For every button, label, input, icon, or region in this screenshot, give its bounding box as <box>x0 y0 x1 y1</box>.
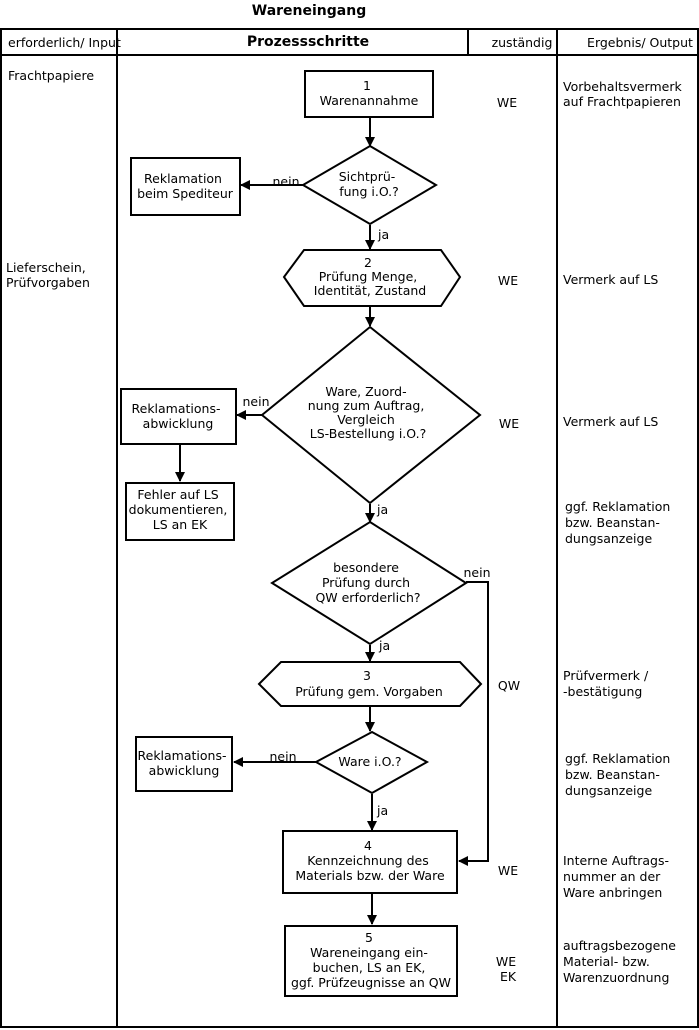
reclamation-processing-label-1: Reklamations- abwicklung <box>132 401 225 431</box>
step-5-label: 5 Wareneingang ein- buchen, LS an EK, gg… <box>291 930 451 990</box>
d3-no-label: nein <box>463 565 490 580</box>
output-7: Interne Auftrags- nummer an der Ware anb… <box>563 853 673 900</box>
decision-1 <box>301 144 438 226</box>
responsible-4: QW <box>498 678 520 693</box>
d3-yes-label: ja <box>378 638 390 653</box>
reclamation-carrier-label: Reklamation beim Spediteur <box>137 171 234 201</box>
decision-3-label: besondere Prüfung durch QW erforderlich? <box>315 560 420 605</box>
decision-2 <box>260 325 482 505</box>
ls-error-label: Fehler auf LS dokumentieren, LS an EK <box>129 487 232 532</box>
output-5: Prüfvermerk / -bestätigung <box>563 668 652 699</box>
responsible-5: WE <box>498 863 518 878</box>
reclamation-processing-box-1 <box>120 388 237 445</box>
decision-3 <box>270 520 468 646</box>
header-steps: Prozessschritte <box>247 34 369 50</box>
reclamation-processing-box-2 <box>135 736 233 792</box>
output-3: Vermerk auf LS <box>563 414 658 429</box>
step-4-label: 4 Kennzeichnung des Materials bzw. der W… <box>295 838 445 883</box>
step-2-label: 2 Prüfung Menge, Identität, Zustand <box>314 255 426 298</box>
output-2: Vermerk auf LS <box>563 272 658 287</box>
d2-yes-label: ja <box>376 502 388 517</box>
d2-no-label: nein <box>242 394 269 409</box>
output-6: ggf. Reklamation bzw. Beanstan- dungsanz… <box>565 751 674 798</box>
step-3-label: 3 Prüfung gem. Vorgaben <box>295 668 443 699</box>
ls-error-box <box>125 482 235 541</box>
output-1: Vorbehaltsvermerk auf Frachtpapieren <box>563 79 686 109</box>
input-frachtpapiere: Frachtpapiere <box>8 68 94 83</box>
responsible-3: WE <box>499 416 519 431</box>
step-1-label: 1 Warenannahme <box>320 78 419 108</box>
responsible-1: WE <box>497 95 517 110</box>
input-lieferschein: Lieferschein, Prüfvorgaben <box>6 260 90 290</box>
step-4-box <box>282 830 458 894</box>
connectors <box>175 117 489 925</box>
responsible-2: WE <box>498 273 518 288</box>
decision-1-label: Sichtprü- fung i.O.? <box>339 169 400 199</box>
step-3-box <box>257 661 483 707</box>
output-4: ggf. Reklamation bzw. Beanstan- dungsanz… <box>565 499 674 546</box>
decision-4 <box>313 730 430 795</box>
output-8: auftragsbezogene Material- bzw. Warenzuo… <box>563 938 680 985</box>
d1-no-label: nein <box>272 174 299 189</box>
step-5-box <box>284 925 458 997</box>
header-output: Ergebnis/ Output <box>587 35 693 50</box>
responsible-6: WE EK <box>496 954 520 984</box>
decision-2-label: Ware, Zuord- nung zum Auftrag, Vergleich… <box>308 384 429 441</box>
d4-no-label: nein <box>269 749 296 764</box>
table-grid <box>0 28 699 1028</box>
reclamation-carrier-box <box>130 157 241 216</box>
header-input: erforderlich/ Input <box>8 35 121 50</box>
d4-yes-label: ja <box>376 803 388 818</box>
d1-yes-label: ja <box>377 227 389 242</box>
step-1-box <box>304 70 434 118</box>
header-responsible: zuständig <box>492 35 553 50</box>
step-2-box <box>282 249 462 307</box>
page-title: Wareneingang <box>252 3 366 19</box>
reclamation-processing-label-2: Reklamations- abwicklung <box>138 748 231 778</box>
decision-4-label: Ware i.O.? <box>338 754 401 769</box>
